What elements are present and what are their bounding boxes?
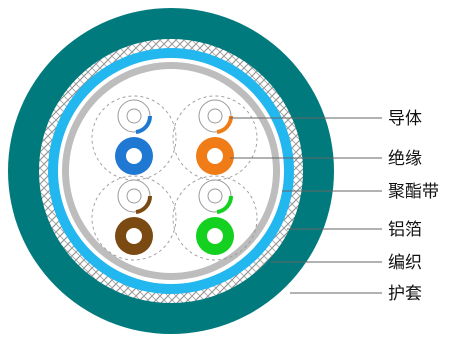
pair-envelope	[172, 95, 258, 181]
conductor	[126, 108, 142, 124]
conductor	[126, 148, 142, 164]
label-insulation: 绝缘	[388, 149, 422, 169]
label-jacket: 护套	[388, 284, 422, 304]
pair-envelope	[172, 175, 258, 261]
conductor	[207, 188, 223, 204]
label-aluminum_foil: 铝箔	[388, 220, 422, 240]
conductor	[126, 228, 142, 244]
label-conductor: 导体	[388, 109, 422, 129]
twisted-pairs	[91, 95, 258, 261]
pair-green	[172, 175, 258, 261]
conductor	[207, 148, 223, 164]
conductor	[207, 108, 223, 124]
wire-stripe	[135, 195, 153, 214]
pair-envelope	[91, 175, 177, 261]
conductor	[207, 228, 223, 244]
callout-leaders	[230, 117, 382, 294]
pair-blue	[91, 95, 177, 181]
pair-brown	[91, 175, 177, 261]
label-braid: 编织	[388, 253, 422, 273]
wire-stripe	[135, 115, 153, 134]
core-area	[69, 69, 273, 273]
conductor	[126, 188, 142, 204]
cable-layers	[8, 8, 334, 334]
pair-envelope	[91, 95, 177, 181]
label-polyester_tape: 聚酯带	[388, 182, 439, 202]
pair-orange	[172, 95, 258, 181]
wire-stripe	[216, 195, 234, 214]
